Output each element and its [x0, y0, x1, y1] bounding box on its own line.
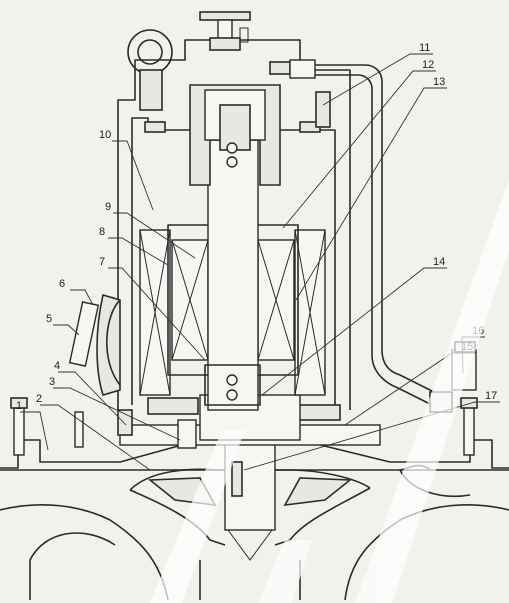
part-label-12: 12 — [422, 59, 434, 71]
part-label-6: 6 — [59, 278, 65, 290]
part-label-3: 3 — [49, 376, 55, 388]
part-label-14: 14 — [433, 256, 445, 268]
part-label-8: 8 — [99, 226, 105, 238]
motor-housing — [68, 39, 351, 411]
top-handwheel — [199, 11, 251, 51]
part-label-10: 10 — [99, 129, 111, 141]
part-label-2: 2 — [36, 393, 42, 405]
cable-outlet — [269, 59, 331, 128]
part-label-13: 13 — [433, 76, 445, 88]
part-label-17: 17 — [485, 390, 497, 402]
lifting-eye — [127, 29, 173, 111]
part-label-4: 4 — [54, 360, 60, 372]
impeller — [129, 439, 371, 561]
part-label-9: 9 — [105, 201, 111, 213]
part-label-5: 5 — [46, 313, 52, 325]
part-label-7: 7 — [99, 256, 105, 268]
watermark — [150, 180, 509, 603]
part-label-11: 11 — [419, 42, 430, 54]
part-label-1: 1 — [16, 400, 22, 412]
